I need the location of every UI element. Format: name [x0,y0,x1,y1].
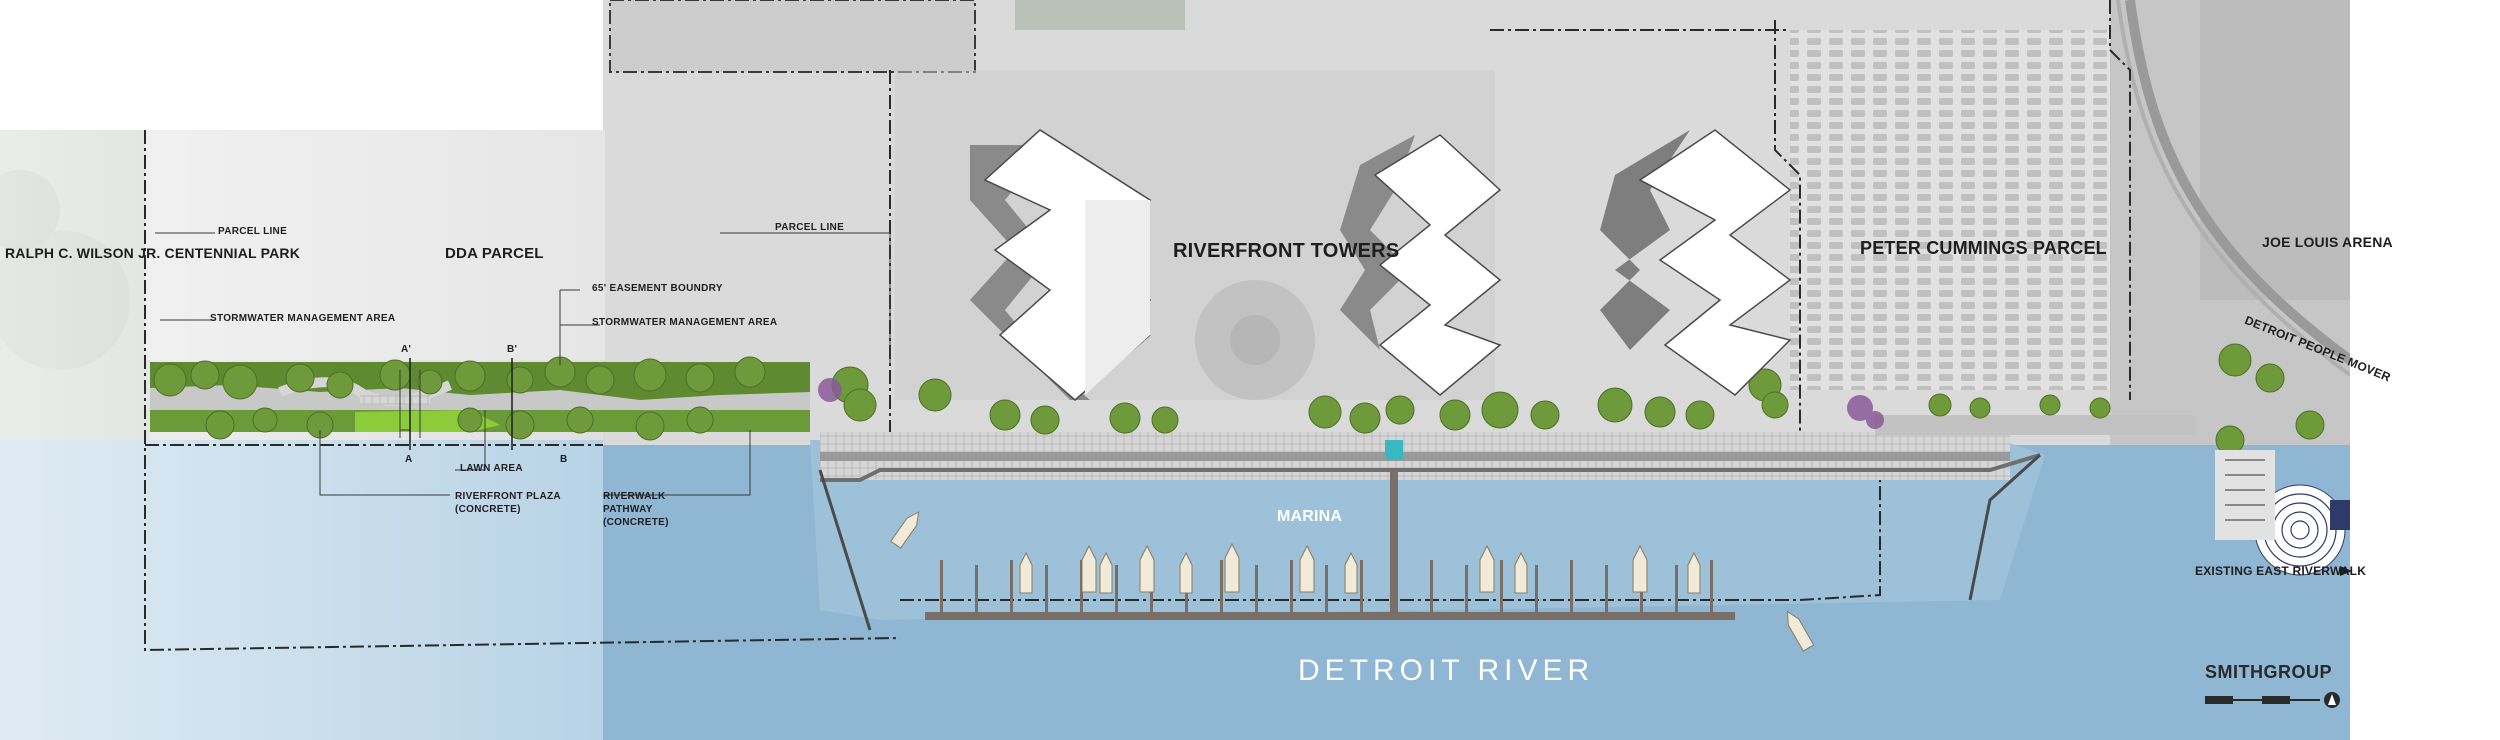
parking-lot [1790,30,2110,390]
tower-center [1373,134,1502,396]
flowering-trees [818,378,1884,429]
tower-center-shadow [1340,135,1415,350]
riverfront-plaza-label: RIVERFRONT PLAZA (CONCRETE) [455,491,561,515]
joe-louis-arena-label: JOE LOUIS ARENA [2262,234,2393,250]
dda-parcel-label: DDA PARCEL [445,245,544,262]
marina-label: MARINA [1277,508,1343,525]
easement-label: 65' EASEMENT BOUNDRY [592,283,723,294]
east-riverwalk-feature [2215,450,2350,576]
annotation-leaders [155,232,891,496]
detroit-river-label: DETROIT RIVER [1298,654,1595,687]
tower-east-shadow [1600,130,1690,350]
section-b-label: B [560,454,568,465]
existing-east-riverwalk-label: EXISTING EAST RIVERWALK [2195,564,2367,578]
riverwalk-pathway-label: RIVERWALK PATHWAY (CONCRETE) [603,491,669,528]
tower-east [1638,129,1792,396]
parcel-boundaries [144,0,2131,652]
park-label: RALPH C. WILSON JR. CENTENNIAL PARK [5,245,301,261]
scale-bar [2205,692,2340,708]
city-block-top-left [609,0,976,73]
parcel-line-left-label: PARCEL LINE [218,226,288,237]
east-arrow-icon [2340,566,2352,576]
section-a-prime-label: A' [401,344,412,355]
people-mover-track [2125,0,2353,365]
tennis-court [1015,0,1185,30]
riverfront-towers-label: RIVERFRONT TOWERS [1173,240,1400,262]
smithgroup-logo: SMITHGROUP [2205,662,2333,682]
marina-docks [925,440,1735,620]
section-marker-lines [409,358,513,450]
parcel-line-right-label: PARCEL LINE [775,222,845,233]
seawall [818,453,2042,631]
lawn-area-label: LAWN AREA [460,463,523,474]
stormwater-right-label: STORMWATER MANAGEMENT AREA [592,317,778,328]
section-b-prime-label: B' [507,344,518,355]
section-a-label: A [405,454,413,465]
peter-cummings-parcel-label: PETER CUMMINGS PARCEL [1860,238,2107,258]
riverfront-tower-buildings [970,129,1792,401]
tree-canopy [153,343,2325,499]
moored-boats [890,511,1815,652]
marina-basin [810,440,2045,620]
stormwater-left-label: STORMWATER MANAGEMENT AREA [210,313,396,324]
